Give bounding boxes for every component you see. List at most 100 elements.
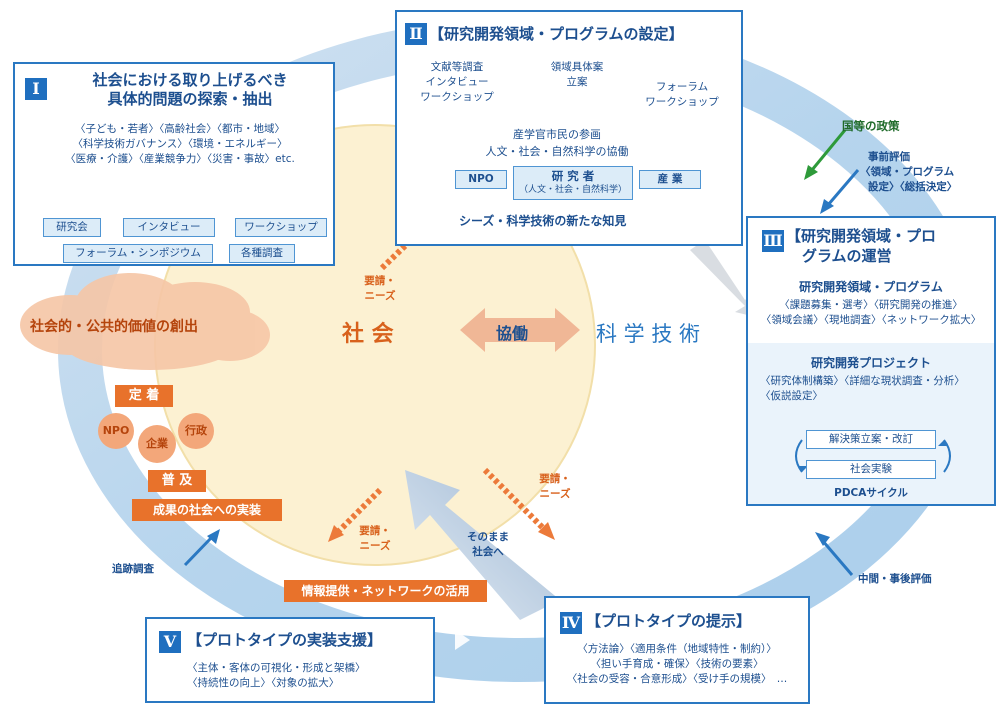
sonomama-line: 社会へ xyxy=(472,546,504,558)
value-cloud-label: 社会的・公共的価値の創出 xyxy=(30,319,198,335)
pre-eval-arrow-head xyxy=(820,199,834,214)
fukyu-label: 普 及 xyxy=(148,470,206,492)
sub2-item: 〈仮説設定〉 xyxy=(760,390,823,402)
sub1-item: 〈課題募集・選考〉〈研究開発の推進〉 xyxy=(779,299,963,311)
step3-line: ワークショップ xyxy=(645,96,719,108)
needs-label-3: 要請・ ニーズ xyxy=(350,524,400,554)
box-3-sub2-items: 〈研究体制構築〉〈詳細な現状調査・分析〉 〈仮説設定〉 xyxy=(760,374,994,404)
box-3-sub1-items: 〈課題募集・選考〉〈研究開発の推進〉 〈領域会議〉〈現地調査〉〈ネットワーク拡大… xyxy=(748,298,994,328)
box-2-seeds: シーズ・科学技術の新たな知見 xyxy=(459,214,627,228)
box-1-title: 社会における取り上げるべき 具体的問題の探索・抽出 xyxy=(55,71,325,109)
box-3-program-operation: Ⅲ 【研究開発領域・プロ グラムの運営 研究開発領域・プログラム 〈課題募集・選… xyxy=(746,216,996,506)
sonomama-line: そのまま xyxy=(467,531,509,543)
box-2-program-setting: Ⅱ 【研究開発領域・プログラムの設定】 文献等調査 インタビュー ワークショップ… xyxy=(395,10,743,246)
tag-industry: 産 業 xyxy=(639,170,701,189)
step1-line: 文献等調査 xyxy=(430,61,484,73)
box-1-item: 〈子ども・若者〉〈高齢社会〉〈都市・地域〉 xyxy=(75,123,285,135)
ring-arrow-top xyxy=(748,140,775,165)
box-1-item: 〈科学技術ガバナンス〉〈環境・エネルギー〉 xyxy=(72,138,288,150)
tag-forum: フォーラム・シンポジウム xyxy=(63,244,213,263)
sub1-item: 〈領域会議〉〈現地調査〉〈ネットワーク拡大〉 xyxy=(760,314,982,326)
roman-numeral-5: Ⅴ xyxy=(159,631,181,653)
needs-label-line: 要請・ xyxy=(539,473,571,485)
needs-label-line: 要請・ xyxy=(359,525,391,537)
box-5-item: 〈主体・客体の可視化・形成と架橋〉 xyxy=(187,662,366,674)
participation-line: 産学官市民の参画 xyxy=(513,128,601,141)
pre-eval-arrow xyxy=(826,169,860,206)
box-1-item: 〈医療・介護〉〈産業競争力〉〈災害・事故〉etc. xyxy=(65,153,295,165)
ring-arrow-bottom xyxy=(455,630,470,650)
mid-eval-arrow xyxy=(820,539,854,576)
value-cloud xyxy=(20,273,270,370)
sub2-item: 〈研究体制構築〉〈詳細な現状調査・分析〉 xyxy=(760,375,965,387)
sonomama-label: そのまま 社会へ xyxy=(458,530,518,560)
roman-numeral-2: Ⅱ xyxy=(405,23,427,45)
gyosei-circle: 行政 xyxy=(178,413,214,449)
needs-arrow-3 xyxy=(335,487,383,535)
pre-eval-line: 〈領域・プログラム xyxy=(860,166,955,178)
box-2-step1: 文献等調査 インタビュー ワークショップ xyxy=(407,60,507,105)
policy-arrow xyxy=(810,129,847,171)
policy-arrow-head xyxy=(804,165,818,180)
pre-eval-line: 事前評価 xyxy=(868,151,910,163)
box-3-title-line1: 【研究開発領域・プロ xyxy=(786,227,937,245)
box-3-title-line2: グラムの運営 xyxy=(802,247,892,265)
policy-label: 国等の政策 xyxy=(842,119,900,133)
needs-label-line: ニーズ xyxy=(539,488,571,500)
box-2-title: 【研究開発領域・プログラムの設定】 xyxy=(429,25,684,43)
pre-eval-label: 事前評価 〈領域・プログラム 設定〉〈総括決定〉 xyxy=(860,150,957,195)
box-1-title-line1: 社会における取り上げるべき xyxy=(92,71,288,89)
step2-line: 領域具体案 xyxy=(550,61,604,73)
tag-researcher: 研 究 者 （人文・社会・自然科学） xyxy=(513,166,633,200)
npo-circle: NPO xyxy=(98,413,134,449)
tag-workshop: ワークショップ xyxy=(235,218,327,237)
pre-eval-line: 設定〉〈総括決定〉 xyxy=(868,181,958,193)
needs-label-line: ニーズ xyxy=(359,540,391,552)
box-4-prototype-presentation: Ⅳ 【プロトタイプの提示】 〈方法論〉〈適用条件（地域特性・制約）〉 〈担い手育… xyxy=(544,596,810,704)
box-5-implementation-support: Ⅴ 【プロトタイプの実装支援】 〈主体・客体の可視化・形成と架橋〉 〈持続性の向… xyxy=(145,617,435,703)
jisso-label: 成果の社会への実装 xyxy=(132,499,282,521)
tag-npo: NPO xyxy=(455,170,507,189)
box2-to-box3-arrow xyxy=(690,240,760,318)
participation-line: 人文・社会・自然科学の協働 xyxy=(485,145,629,158)
box-4-item: 〈方法論〉〈適用条件（地域特性・制約）〉 xyxy=(577,643,777,655)
box-3-sub1: 研究開発領域・プログラム xyxy=(799,280,943,294)
needs-label-line: 要請・ xyxy=(364,275,396,287)
needs-arrow-2 xyxy=(482,467,548,533)
science-label: 科 学 技 術 xyxy=(596,322,701,346)
step3-line: フォーラム xyxy=(655,81,709,93)
tag-survey: 各種調査 xyxy=(229,244,295,263)
pdca-experiment-box: 社会実験 xyxy=(806,460,936,479)
mid-eval-label: 中間・事後評価 xyxy=(858,573,932,585)
box-4-items: 〈方法論〉〈適用条件（地域特性・制約）〉 〈担い手育成・確保〉〈技術の要素〉 〈… xyxy=(546,642,808,687)
step2-line: 立案 xyxy=(566,76,588,88)
roman-numeral-4: Ⅳ xyxy=(560,612,582,634)
needs-arrow-2-head xyxy=(538,522,555,540)
researcher-label: 研 究 者 xyxy=(551,169,595,183)
pdca-plan-box: 解決策立案・改訂 xyxy=(806,430,936,449)
box-4-item: 〈担い手育成・確保〉〈技術の要素〉 xyxy=(590,658,764,670)
box-1-items: 〈子ども・若者〉〈高齢社会〉〈都市・地域〉 〈科学技術ガバナンス〉〈環境・エネル… xyxy=(35,122,325,167)
needs-arrow-3-head xyxy=(328,525,344,542)
box-5-title: 【プロトタイプの実装支援】 xyxy=(187,631,383,649)
mid-eval-arrow-head xyxy=(815,532,830,546)
kigyo-circle: 企業 xyxy=(138,425,176,463)
tracking-label: 追跡調査 xyxy=(112,563,154,575)
collab-label: 協働 xyxy=(496,324,529,343)
box-2-step2: 領域具体案 立案 xyxy=(537,60,617,90)
needs-label-1: 要請・ ニーズ xyxy=(355,274,405,304)
box-4-item: 〈社会の受容・合意形成〉〈受け手の規模〉 … xyxy=(566,673,788,685)
roman-numeral-3: Ⅲ xyxy=(762,230,784,252)
tracking-arrow-head xyxy=(207,529,220,544)
box-5-items: 〈主体・客体の可視化・形成と架橋〉 〈持続性の向上〉〈対象の拡大〉 xyxy=(187,661,366,691)
step1-line: インタビュー xyxy=(425,76,489,88)
box-1-problem-discovery: Ⅰ 社会における取り上げるべき 具体的問題の探索・抽出 〈子ども・若者〉〈高齢社… xyxy=(13,62,335,266)
tag-kenkyukai: 研究会 xyxy=(43,218,101,237)
info-network-bar: 情報提供・ネットワークの活用 xyxy=(284,580,487,602)
box-3-header xyxy=(748,218,994,343)
sonomama-arrow xyxy=(405,470,560,620)
pdca-cycle-arrows xyxy=(795,439,951,473)
box-4-title: 【プロトタイプの提示】 xyxy=(586,612,752,630)
box-3-title: 【研究開発領域・プロ グラムの運営 xyxy=(786,226,936,266)
box-3-sub2: 研究開発プロジェクト xyxy=(810,356,931,370)
